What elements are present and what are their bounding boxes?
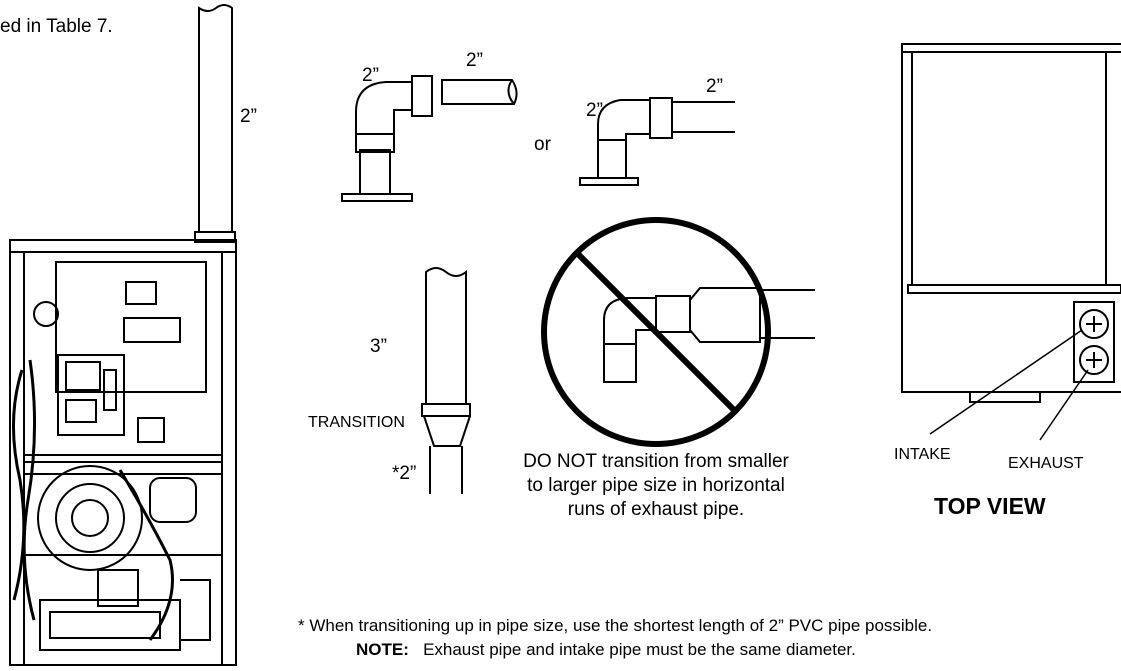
warning-line-3: runs of exhaust pipe.: [567, 499, 745, 520]
control-board: [57, 354, 125, 436]
note-line: NOTE: Exhaust pipe and intake pipe must …: [356, 640, 856, 660]
footnote: * When transitioning up in pipe size, us…: [298, 616, 933, 635]
furnace-top-view: [901, 43, 1121, 441]
vent-port-box: [1073, 301, 1115, 383]
top-view-title: TOP VIEW: [934, 493, 1046, 519]
elbow-a-right-label: 2”: [466, 50, 483, 71]
elbow-b: [579, 97, 735, 186]
elbow-a-pipe: [441, 79, 518, 105]
elbow-b-left-label: 2”: [586, 100, 603, 121]
table-reference-fragment: ed in Table 7.: [0, 16, 113, 37]
elbow-a: [341, 75, 518, 202]
vertical-vent-pipe: [198, 4, 233, 233]
vertical-pipe-size-label: 2”: [240, 106, 257, 127]
note-text: Exhaust pipe and intake pipe must be the…: [423, 640, 856, 659]
elbow-a-left-label: 2”: [362, 65, 379, 86]
exhaust-port-icon: [1079, 345, 1109, 375]
transition-upper-size: 3”: [370, 336, 387, 357]
transition-pipe: [421, 267, 471, 494]
top-view-cabinet: [901, 43, 1121, 393]
transformer: [125, 281, 157, 305]
intake-port-icon: [1079, 309, 1109, 339]
transition-label: TRANSITION: [308, 414, 405, 431]
warning-line-1: DO NOT transition from smaller: [523, 451, 789, 472]
prohibited-configuration: [541, 217, 815, 447]
furnace-front-view: [9, 4, 237, 666]
elbow-b-right-label: 2”: [706, 76, 723, 97]
note-label: NOTE:: [356, 640, 409, 659]
exhaust-label: EXHAUST: [1008, 455, 1084, 472]
warning-text: DO NOT transition from smaller to larger…: [478, 450, 834, 522]
furnace-cabinet: [9, 239, 237, 666]
or-label: or: [534, 134, 552, 155]
intake-label: INTAKE: [894, 446, 951, 463]
transition-lower-size: *2”: [392, 463, 416, 484]
blower-wheel: [37, 465, 143, 571]
prohibition-circle: [541, 217, 771, 447]
warning-line-2: to larger pipe size in horizontal: [527, 475, 785, 496]
